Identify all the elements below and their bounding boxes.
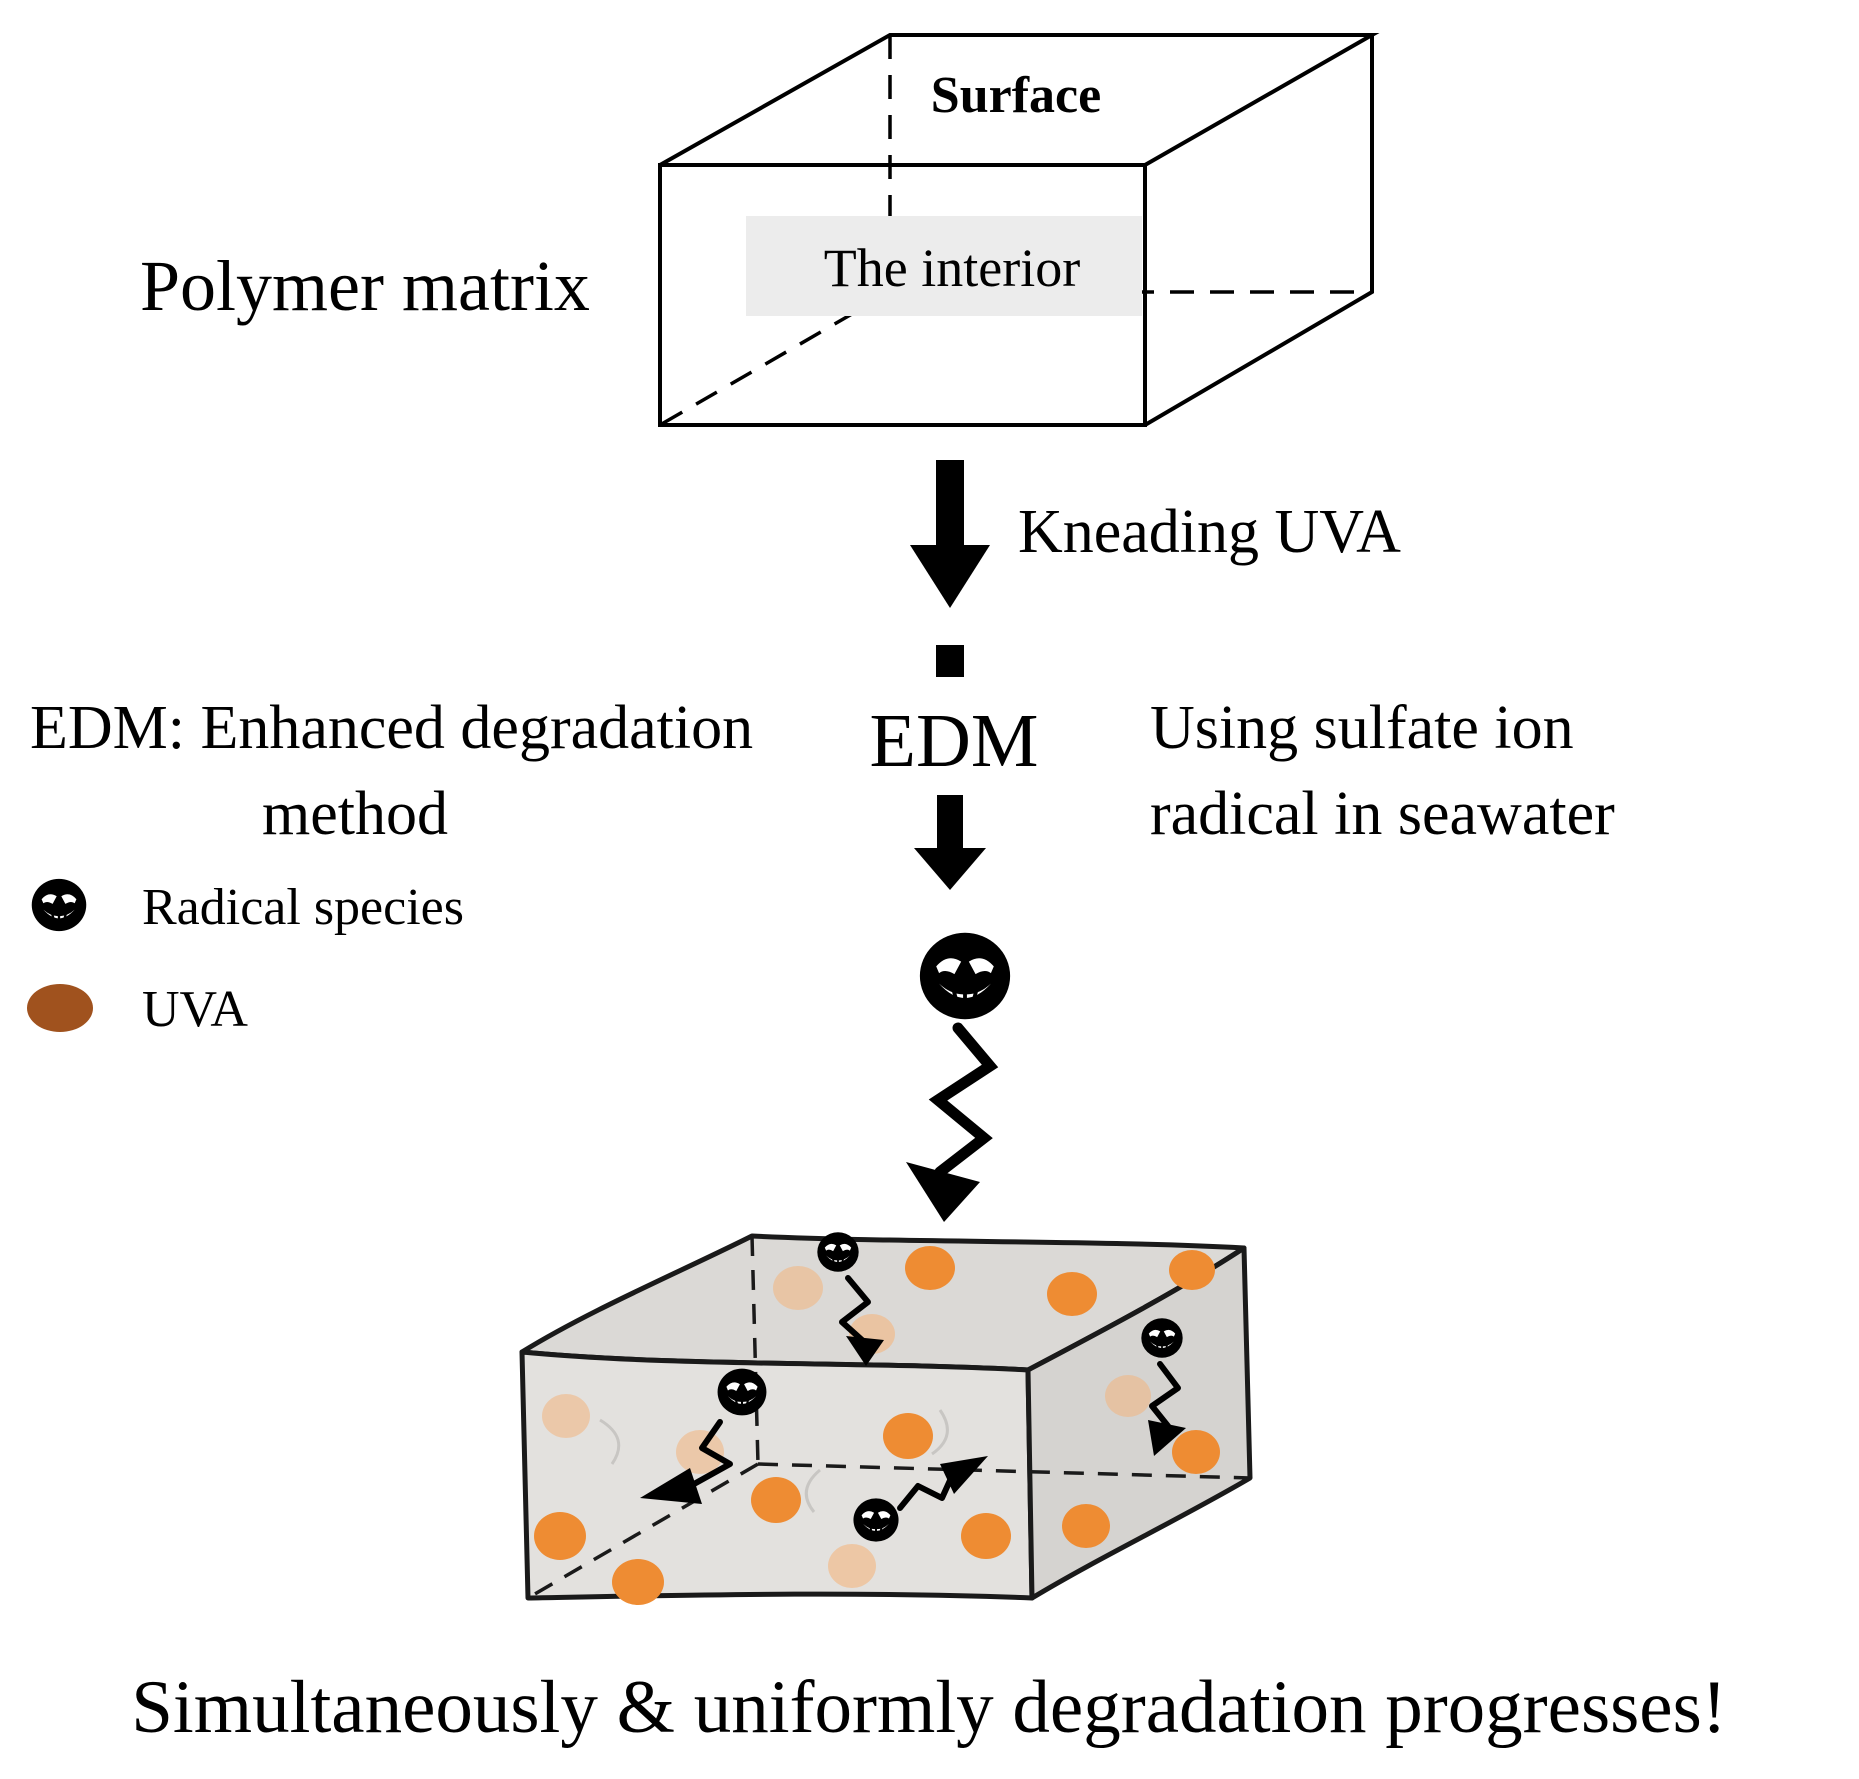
zigzag-arrow xyxy=(897,1473,955,1511)
uva-dot xyxy=(773,1266,823,1310)
kneading-label: Kneading UVA xyxy=(1018,498,1401,566)
internal-radical-top xyxy=(816,1231,884,1366)
zigzag-arrow xyxy=(839,1275,871,1343)
edm-arrowhead-icon xyxy=(914,848,986,890)
uva-dot xyxy=(542,1394,590,1438)
uva-dot xyxy=(612,1559,664,1605)
internal-radical-front-bottom xyxy=(852,1456,988,1543)
uva-dot xyxy=(1105,1375,1151,1417)
edm-right-line1: Using sulfate ion xyxy=(1150,694,1574,762)
uva-dot xyxy=(1062,1504,1110,1548)
uva-dot xyxy=(676,1430,724,1474)
uva-legend-icon xyxy=(27,984,93,1032)
uva-dot xyxy=(534,1512,586,1560)
radical-species-icon xyxy=(716,1367,768,1417)
attacking-radical xyxy=(906,930,1013,1222)
edm-label: EDM xyxy=(870,699,1039,783)
box-right-face xyxy=(1143,35,1374,427)
edm-definition-line1: EDM: Enhanced degradation xyxy=(30,694,753,762)
edm-definition-line2: method xyxy=(262,780,448,848)
uva-dot xyxy=(883,1413,933,1459)
zigzag-arrow xyxy=(928,1022,999,1178)
uva-dot xyxy=(828,1544,876,1588)
legend-radical-label: Radical species xyxy=(142,879,464,936)
uva-dot xyxy=(751,1477,801,1523)
dashed-arrow-segment xyxy=(936,645,964,677)
zigzag-arrowhead-icon xyxy=(640,1468,702,1504)
zigzag-arrowhead-icon xyxy=(906,1162,980,1222)
legend-uva-label: UVA xyxy=(142,981,248,1038)
box-texture-lines xyxy=(599,1409,949,1513)
zigzag-arrowhead-icon xyxy=(940,1456,988,1494)
edm-arrow-shaft xyxy=(937,795,963,850)
polymer-matrix-label: Polymer matrix xyxy=(140,246,590,326)
degraded-box-hidden-left xyxy=(527,1462,759,1600)
internal-radical-front-left xyxy=(640,1367,768,1504)
degraded-box xyxy=(519,1231,1253,1605)
radical-species-icon xyxy=(917,930,1013,1022)
uva-dot xyxy=(1169,1250,1215,1290)
zigzag-arrowhead-icon xyxy=(1148,1420,1186,1456)
interior-highlight xyxy=(746,216,1142,316)
polymer-matrix-box: Surface The interior xyxy=(658,33,1380,427)
zigzag-arrow xyxy=(1149,1361,1181,1429)
uva-dot xyxy=(961,1513,1011,1559)
legend: Radical species UVA xyxy=(27,877,464,1038)
radical-species-icon xyxy=(30,877,88,933)
degraded-box-hidden-vertical xyxy=(750,1235,760,1465)
box-top-face xyxy=(659,33,1380,167)
zigzag-arrowhead-icon xyxy=(846,1336,884,1366)
uva-dot xyxy=(905,1246,955,1290)
surface-label: Surface xyxy=(931,67,1101,124)
kneading-arrow-shaft xyxy=(936,460,964,548)
zigzag-arrow xyxy=(691,1419,733,1487)
kneading-arrowhead-icon xyxy=(910,545,990,608)
kneading-arrow xyxy=(910,460,990,608)
uva-dot xyxy=(1172,1430,1220,1474)
radical-species-icon xyxy=(852,1497,900,1543)
interior-label: The interior xyxy=(824,238,1080,298)
caption: Simultaneously & uniformly degradation p… xyxy=(131,1666,1727,1749)
edm-arrow xyxy=(914,795,986,890)
internal-radical-right xyxy=(1140,1317,1186,1456)
radical-species-icon xyxy=(1140,1317,1184,1359)
degraded-box-hidden-right xyxy=(757,1462,1251,1480)
uva-dot xyxy=(1047,1272,1097,1316)
edm-right-line2: radical in seawater xyxy=(1150,780,1615,848)
radical-species-icon xyxy=(816,1231,860,1273)
